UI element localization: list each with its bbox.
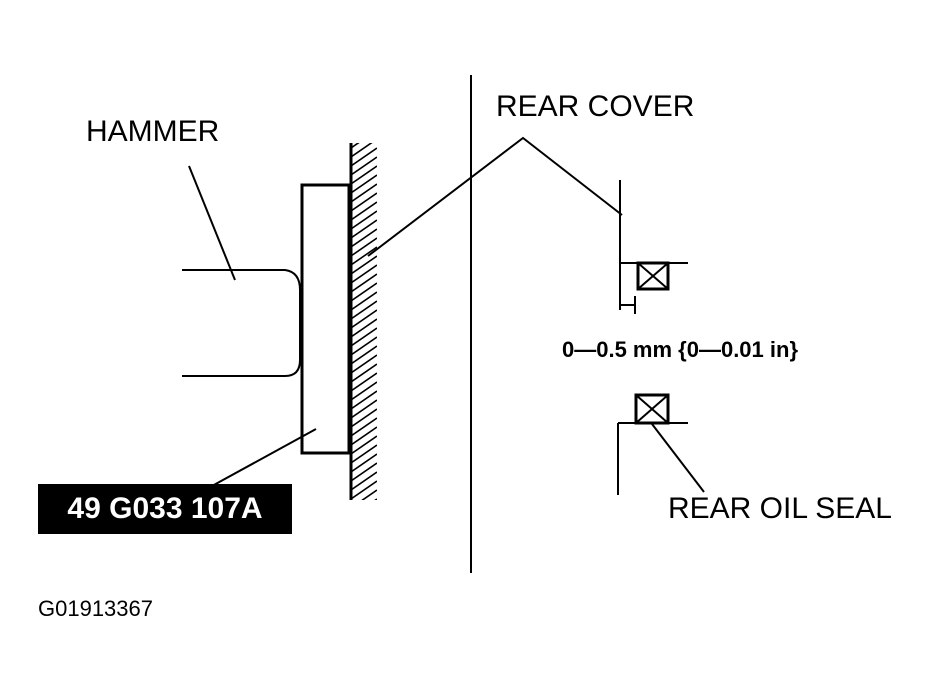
hatch-line <box>351 345 377 365</box>
clearance-dimension-label: 0—0.5 mm {0—0.01 in} <box>562 337 799 362</box>
hatch-line <box>351 273 377 293</box>
hatch-line <box>351 282 377 302</box>
hatch-line <box>351 174 377 194</box>
tool-number-badge: 49 G033 107A <box>38 484 292 534</box>
lower-seal-symbol <box>634 393 670 425</box>
hatch-line <box>351 264 377 284</box>
hatch-line <box>351 165 377 185</box>
hammer-label: HAMMER <box>86 115 220 148</box>
hatch-line <box>351 318 377 338</box>
hatch-line <box>374 498 377 500</box>
hatch-line <box>351 453 377 473</box>
rear-cover-wall <box>349 143 377 535</box>
hatch-line <box>351 255 377 275</box>
hatch-line <box>351 147 377 167</box>
hammer-leader <box>188 165 236 281</box>
hatch-line <box>351 327 377 347</box>
hatch-line <box>351 517 377 535</box>
hatch-line <box>351 435 377 455</box>
hatch-line <box>351 480 377 500</box>
rear-cover-leader <box>367 136 623 257</box>
hatch-line <box>351 156 377 176</box>
hatch-line <box>351 143 360 149</box>
hatch-line <box>351 336 377 356</box>
hatch-line <box>351 399 377 419</box>
hatch-line <box>351 471 377 491</box>
figure-id-label: G01913367 <box>38 596 153 621</box>
hatch-line <box>351 210 377 230</box>
hatch-line <box>351 354 377 374</box>
hatch-line <box>351 372 377 392</box>
hatch-line <box>351 508 377 526</box>
hatch-line <box>351 291 377 311</box>
hatch-line <box>351 426 377 446</box>
hammer-handle <box>182 269 301 377</box>
rear-oil-seal-label: REAR OIL SEAL <box>668 492 892 525</box>
hatch-line <box>351 390 377 410</box>
upper-cover-detail <box>619 180 688 314</box>
hatch-line <box>351 237 377 257</box>
hatch-line <box>351 246 377 266</box>
hatch-line <box>351 444 377 464</box>
upper-seal-symbol <box>636 261 670 291</box>
lower-cover-detail <box>617 422 688 495</box>
hatch-line <box>351 219 377 239</box>
hatch-line <box>351 143 373 158</box>
hatch-line <box>351 300 377 320</box>
hatch-line <box>351 462 377 482</box>
tool-number-leader <box>211 428 317 487</box>
hatch-line <box>351 309 377 329</box>
hammer-head <box>300 183 351 455</box>
hatch-line <box>351 417 377 437</box>
rear-cover-label: REAR COVER <box>496 90 695 123</box>
hatch-line <box>351 363 377 383</box>
hatch-line <box>351 381 377 401</box>
hatch-line <box>351 201 377 221</box>
hatch-line <box>361 489 377 500</box>
rear-oil-seal-leader <box>651 423 705 493</box>
hatch-line <box>351 183 377 203</box>
hatch-line <box>351 408 377 428</box>
hatch-line <box>351 192 377 212</box>
hatch-line <box>351 228 377 248</box>
